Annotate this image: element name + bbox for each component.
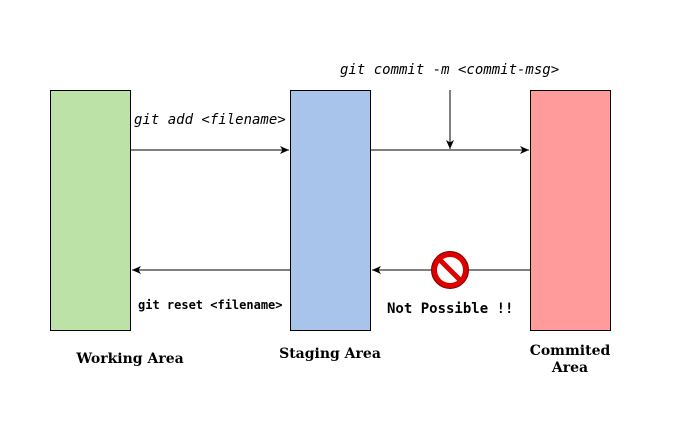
not-possible-label: Not Possible !! [387,301,514,317]
committed-area-box [530,90,611,331]
working-area-label: Working Area [76,351,184,367]
staging-area-box [290,90,371,331]
git-add-label: git add <filename> [134,112,286,128]
no-entry-icon [431,251,469,289]
git-commit-label: git commit -m <commit-msg> [340,62,560,78]
committed-area-label-line1: Commited [529,343,611,359]
working-area-box [50,90,131,331]
staging-area-label: Staging Area [279,346,381,362]
git-reset-label: git reset <filename> [138,298,283,312]
committed-area-label-line2: Area [551,360,589,376]
